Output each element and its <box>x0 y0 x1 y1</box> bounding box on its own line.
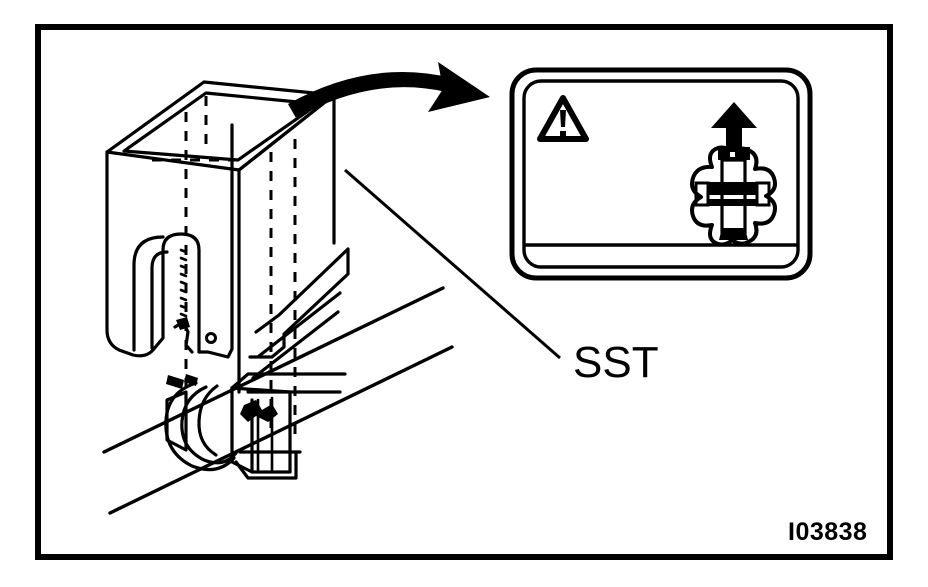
tool-slot-serrations <box>179 248 188 318</box>
connector-top-nub-2 <box>184 374 198 386</box>
tool-slot-left <box>132 235 165 352</box>
connector-bottom-skirt <box>234 450 298 480</box>
sst-callout: SST <box>344 168 659 387</box>
connector-side-tab-left <box>694 181 710 207</box>
tool-left-profile <box>105 123 234 359</box>
sst-leader-line <box>344 168 561 360</box>
sst-label: SST <box>573 338 659 387</box>
connector-collar-inner <box>197 384 219 457</box>
inset-inner-border <box>522 79 800 269</box>
motion-arrow-head <box>428 62 490 112</box>
connector-latch-detail <box>240 400 278 422</box>
fuel-pipe <box>102 286 454 515</box>
up-arrow-icon <box>711 102 757 152</box>
connector-crossbar-lower <box>707 199 758 206</box>
connector-left-cap <box>165 390 188 452</box>
connector-cap-slot <box>730 149 735 157</box>
round-connector-icon <box>690 145 777 247</box>
up-arrow-shape <box>711 102 757 152</box>
inset-outer-border <box>509 67 813 281</box>
warning-triangle-outline <box>537 95 589 142</box>
warning-exclamation-bar <box>560 110 566 127</box>
tool-top-right-fold <box>237 93 336 172</box>
pipe-lower-line <box>108 345 454 515</box>
motion-arrow <box>288 62 490 118</box>
motion-arrow-shaft <box>288 71 452 118</box>
detail-inset-panel <box>509 67 813 281</box>
connector-dark-detail <box>166 374 278 422</box>
alignment-dashed-lines <box>152 96 297 442</box>
sst-tool-body <box>105 80 350 394</box>
connector-body-top <box>230 386 292 394</box>
connector-bottom-nub <box>719 228 748 240</box>
figure-border <box>35 24 893 560</box>
tool-pin-hole <box>205 332 217 344</box>
warning-exclamation-dot <box>560 131 566 136</box>
tool-flange-upper <box>248 247 350 359</box>
warning-triangle-icon <box>537 95 589 142</box>
tool-slot-inner <box>150 250 169 350</box>
pipe-upper-line <box>102 286 445 454</box>
image-id-label: I03838 <box>788 518 867 546</box>
connector-crossbar-upper <box>707 182 758 195</box>
tool-flange-lower <box>230 372 347 390</box>
connector-side-tab-right <box>755 181 771 207</box>
tool-flange-line-b <box>251 310 340 380</box>
connector-top-nub <box>166 375 184 389</box>
